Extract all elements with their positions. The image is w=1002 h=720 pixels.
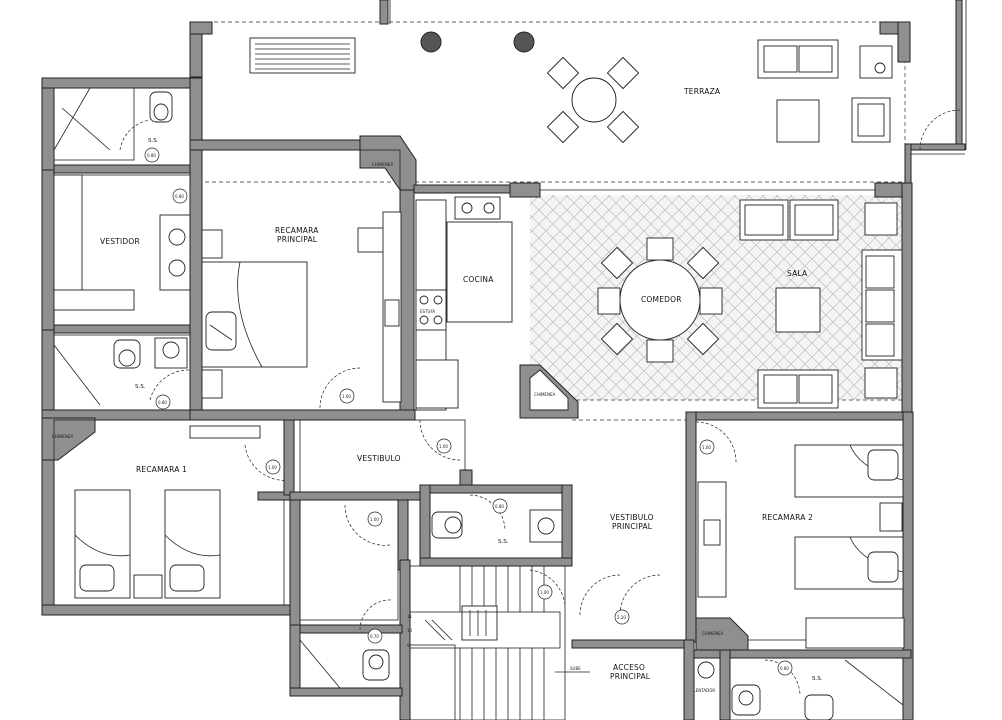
room-label-acceso-principal-2: PRINCIPAL xyxy=(610,672,651,681)
recamara-1: CHIMENEA RECAMARA 1 1.00 xyxy=(41,417,299,616)
stair-treads xyxy=(459,566,545,720)
bathroom-mid-left: 0.80 S.S. xyxy=(41,329,193,421)
door-tag: 0.80 xyxy=(158,400,167,405)
chimenea-label-3: CHIMENEA xyxy=(52,434,73,439)
wall xyxy=(571,639,693,649)
terrace-dining-set xyxy=(546,56,640,144)
bathroom-top-left: 0.80 S.S. xyxy=(41,77,203,174)
door-tag: 0.80 xyxy=(495,504,504,509)
calentador-label: CALENTADOR xyxy=(688,688,715,693)
room-label-ss-top: S.S. xyxy=(148,138,159,144)
room-label-vestidor: VESTIDOR xyxy=(100,237,140,246)
cocina: ESTUFA COCINA xyxy=(413,184,553,411)
room-label-cocina: COCINA xyxy=(463,275,494,284)
vestibulo: VESTIBULO 1.00 1.00 xyxy=(289,419,473,631)
room-label-recamara-1: RECAMARA 1 xyxy=(136,465,187,474)
room-label-comedor: COMEDOR xyxy=(641,295,682,304)
door-tag: 1.00 xyxy=(268,465,277,470)
door-tag: 1.00 xyxy=(370,517,379,522)
door-tag: 0.70 xyxy=(370,634,379,639)
column-icon xyxy=(513,31,535,53)
chimenea-label-1: CHIMENEA xyxy=(372,162,393,167)
bathroom-bottom-right: 0.80 S.S. CALENTADOR xyxy=(685,649,912,720)
room-label-terraza: TERRAZA xyxy=(683,87,721,96)
column-icon xyxy=(420,31,442,53)
terraza-area: TERRAZA xyxy=(189,0,967,185)
stair-number-9: 9 xyxy=(407,643,410,648)
recamara-2: 1.00 RECAMARA 2 CHIMENEA xyxy=(685,411,914,720)
room-label-recamara-principal-2: PRINCIPAL xyxy=(277,235,318,244)
door-tag: 1.00 xyxy=(702,445,711,450)
vestidor: 0.80 VESTIDOR xyxy=(41,169,203,336)
room-label-recamara-2: RECAMARA 2 xyxy=(762,513,813,522)
room-label-sala: SALA xyxy=(787,269,808,278)
staircase: 11 10 9 SUBE 1.00 xyxy=(399,559,590,720)
room-label-ss-bottom-right: S.S. xyxy=(812,676,823,682)
recamara-principal: CHIMENEA RECAMARA PRINCIPAL 1.00 xyxy=(189,135,417,421)
chimenea-label-4: CHIMENEA xyxy=(702,631,723,636)
stair-number-11: 11 xyxy=(407,614,413,619)
door-tag: 1.00 xyxy=(540,590,549,595)
wall xyxy=(683,639,695,720)
room-label-acceso-principal-1: ACCESO xyxy=(613,663,645,672)
estufa-label: ESTUFA xyxy=(420,309,435,314)
bathroom-bottom-left: 0.70 xyxy=(289,599,403,697)
door-tag: 0.80 xyxy=(780,666,789,671)
comedor-sala: COMEDOR SALA CHIMENEA xyxy=(509,182,913,419)
door-tag: 1.00 xyxy=(439,444,448,449)
door-tag: 0.80 xyxy=(175,194,184,199)
bathroom-center: 0.80 S.S. xyxy=(419,484,573,567)
room-label-ss-mid: S.S. xyxy=(135,384,146,390)
room-label-recamara-principal-1: RECAMARA xyxy=(275,226,319,235)
room-label-vestibulo-principal-2: PRINCIPAL xyxy=(612,522,653,531)
room-label-ss-center: S.S. xyxy=(498,539,509,545)
sube-label: SUBE xyxy=(570,666,581,671)
door-tag: 2.20 xyxy=(617,615,626,620)
door-tag: 0.80 xyxy=(147,153,156,158)
vestibulo-principal: VESTIBULO PRINCIPAL 2.20 ACCESO PRINCIPA… xyxy=(572,419,690,681)
room-label-vestibulo-principal-1: VESTIBULO xyxy=(610,513,654,522)
room-label-vestibulo: VESTIBULO xyxy=(357,454,401,463)
chimenea-label-2: CHIMENEA xyxy=(534,392,555,397)
stair-number-10: 10 xyxy=(407,628,413,633)
door-tag: 1.00 xyxy=(342,394,351,399)
ac-grille xyxy=(255,43,350,70)
